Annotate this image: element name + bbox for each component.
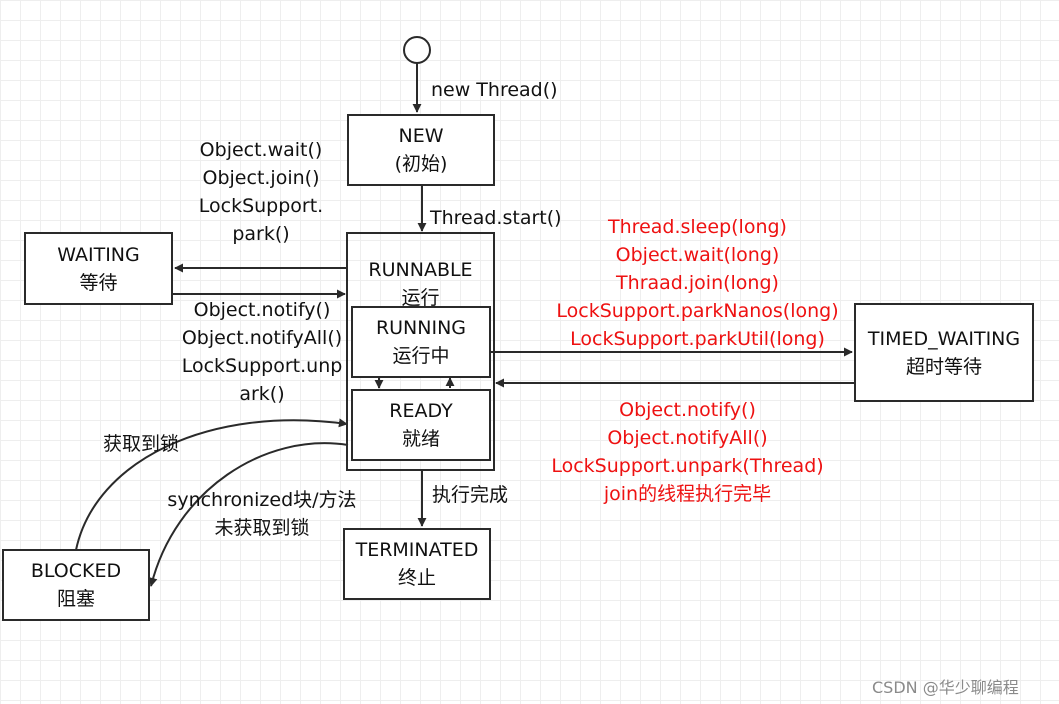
state-timed-waiting: TIMED_WAITING 超时等待 [854, 303, 1034, 402]
label-to-timed-waiting: Thread.sleep(long) Object.wait(long) Thr… [540, 213, 855, 353]
label-from-waiting-line: Object.notify() [193, 299, 331, 321]
state-ready-title: READY [389, 400, 453, 422]
state-blocked-title: BLOCKED [30, 560, 122, 582]
arrow-ready-to-blocked [148, 442, 349, 587]
label-to-blocked-line: 未获取到锁 [214, 517, 310, 539]
state-timed-waiting-subtitle: 超时等待 [905, 355, 982, 378]
initial-state-node [403, 36, 431, 64]
state-new-subtitle: (初始) [394, 153, 448, 175]
state-runnable-title: RUNNABLE [368, 259, 473, 281]
label-from-waiting-line: ark() [239, 383, 285, 405]
state-new: NEW (初始) [347, 114, 495, 186]
label-acquire-lock: 获取到锁 [103, 433, 180, 455]
label-to-blocked: synchronized块/方法 未获取到锁 [156, 486, 368, 542]
state-running-title: RUNNING [375, 317, 467, 339]
label-from-timed-waiting: Object.notify() Object.notifyAll() LockS… [540, 396, 835, 508]
watermark: CSDN @华少聊编程 [872, 678, 1019, 697]
label-to-timed-waiting-line: Thraad.join(long) [616, 272, 779, 294]
label-from-timed-waiting-line: Object.notifyAll() [607, 427, 768, 449]
label-to-timed-waiting-line: LockSupport.parkNanos(long) [556, 300, 839, 322]
arrow-blocked-to-ready [75, 418, 348, 551]
label-to-waiting-line: Object.join() [202, 167, 320, 189]
label-to-waiting-line: park() [232, 223, 290, 245]
label-from-waiting: Object.notify() Object.notifyAll() LockS… [174, 296, 350, 408]
state-timed-waiting-title: TIMED_WAITING [867, 327, 1021, 350]
state-runnable-subtitle: 运行 [401, 287, 440, 309]
state-terminated: TERMINATED 终止 [343, 528, 491, 600]
label-from-timed-waiting-line: join的线程执行完毕 [603, 483, 772, 505]
state-blocked-subtitle: 阻塞 [56, 588, 95, 610]
label-finished: 执行完成 [432, 484, 509, 506]
label-new-thread: new Thread() [431, 79, 558, 101]
label-from-timed-waiting-line: Object.notify() [619, 399, 756, 421]
state-blocked: BLOCKED 阻塞 [2, 549, 150, 621]
state-running: RUNNING 运行中 [351, 306, 491, 378]
label-from-timed-waiting-line: LockSupport.unpark(Thread) [551, 455, 824, 477]
label-to-waiting-line: Object.wait() [199, 139, 323, 161]
label-to-waiting: Object.wait() Object.join() LockSupport.… [181, 136, 341, 248]
state-waiting-subtitle: 等待 [79, 271, 118, 294]
state-waiting-title: WAITING [57, 243, 140, 266]
label-to-timed-waiting-line: LockSupport.parkUtil(long) [570, 328, 825, 350]
label-to-blocked-line: synchronized块/方法 [167, 489, 357, 511]
state-ready: READY 就绪 [351, 389, 491, 461]
label-to-waiting-line: LockSupport. [198, 195, 324, 217]
label-to-timed-waiting-line: Object.wait(long) [615, 244, 780, 266]
label-from-waiting-line: Object.notifyAll() [181, 327, 343, 349]
label-thread-start: Thread.start() [430, 207, 562, 229]
state-terminated-subtitle: 终止 [397, 567, 436, 589]
label-from-waiting-line: LockSupport.unp [181, 355, 343, 377]
state-running-subtitle: 运行中 [392, 345, 450, 367]
state-terminated-title: TERMINATED [355, 539, 479, 561]
state-runnable: RUNNABLE 运行 [346, 232, 495, 471]
state-new-title: NEW [398, 125, 444, 147]
label-to-timed-waiting-line: Thread.sleep(long) [608, 216, 787, 238]
state-waiting: WAITING 等待 [24, 232, 173, 305]
state-ready-subtitle: 就绪 [401, 428, 440, 450]
